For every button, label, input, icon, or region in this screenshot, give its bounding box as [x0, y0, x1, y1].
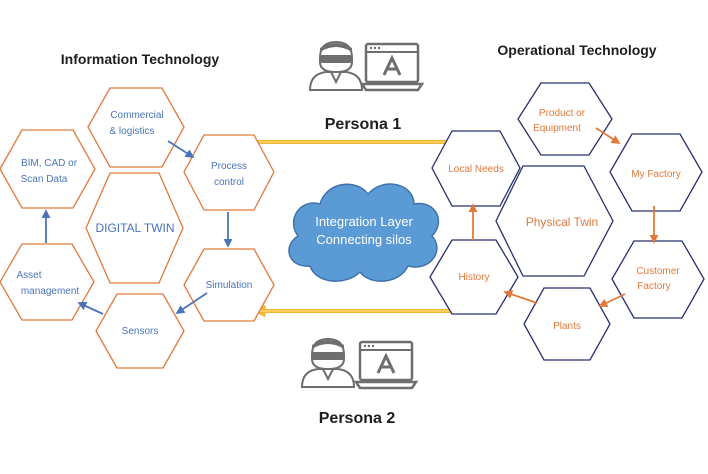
ot-arrows	[468, 127, 659, 307]
hex-process-line-2: control	[214, 177, 244, 188]
hex-local-needs: Local Needs	[431, 130, 521, 207]
hex-product-line-2: Equipment	[533, 123, 581, 134]
it-hexagons: DIGITAL TWIN Commercial & logistics Proc…	[0, 87, 275, 369]
hex-sensors-line-1: Sensors	[122, 326, 159, 337]
hex-product-equipment: Product or Equipment	[517, 82, 613, 156]
hex-factory-line-1: My Factory	[631, 169, 680, 180]
hex-history: History	[429, 239, 519, 315]
hex-bim-line-1: BIM, CAD or	[21, 158, 78, 169]
persona-2-label: Persona 2	[319, 410, 396, 427]
hex-commercial-logistics: Commercial & logistics	[87, 87, 185, 168]
integration-cloud: Integration Layer Connecting silos	[288, 183, 440, 282]
laptop-with-logo-icon	[359, 42, 425, 92]
hex-plants: Plants	[523, 287, 611, 361]
hex-my-factory: My Factory	[609, 133, 703, 212]
hex-physical-twin: Physical Twin	[495, 165, 614, 277]
cloud-line-2: Connecting silos	[316, 232, 412, 247]
it-section-title: Information Technology	[61, 51, 220, 67]
hex-digital-twin: DIGITAL TWIN	[85, 172, 184, 284]
hex-process-line-1: Process	[211, 161, 247, 172]
connector-bottom-ot-to-it	[252, 293, 459, 318]
connector-top-it-to-ot	[245, 140, 468, 158]
it-arrows	[41, 140, 233, 315]
hex-local-line-1: Local Needs	[448, 164, 504, 175]
hex-customer-line-2: Factory	[637, 281, 670, 292]
cloud-line-1: Integration Layer	[315, 214, 413, 229]
hex-customer-line-1: Customer	[636, 266, 680, 277]
hex-commercial-line-1: Commercial	[110, 110, 163, 121]
hex-asset-line-2: management	[21, 286, 80, 297]
hex-commercial-line-2: & logistics	[109, 126, 154, 137]
hex-physical-twin-line-1: Physical Twin	[526, 215, 598, 229]
hex-process-control: Process control	[183, 134, 275, 211]
person-with-glasses-icon	[300, 337, 356, 388]
hex-simulation: Simulation	[183, 248, 275, 322]
hex-bim-cad-scan: BIM, CAD or Scan Data	[0, 129, 96, 209]
hex-asset-line-1: Asset	[16, 270, 41, 281]
hex-history-line-1: History	[458, 272, 489, 283]
hex-bim-line-2: Scan Data	[21, 174, 68, 185]
persona-1-label: Persona 1	[325, 116, 402, 133]
ot-hexagons: Physical Twin Product or Equipment Local…	[429, 82, 705, 361]
hex-product-line-1: Product or	[539, 108, 586, 119]
ot-section-title: Operational Technology	[497, 42, 656, 58]
person-with-glasses-icon	[308, 40, 364, 91]
hex-customer-factory: Customer Factory	[611, 240, 705, 319]
hex-digital-twin-line-1: DIGITAL TWIN	[95, 221, 174, 235]
hex-plants-line-1: Plants	[553, 321, 581, 332]
laptop-with-logo-icon	[353, 340, 419, 390]
hex-sensors: Sensors	[95, 293, 185, 369]
hex-simulation-line-1: Simulation	[206, 280, 253, 291]
hex-asset-management: Asset management	[0, 243, 95, 321]
